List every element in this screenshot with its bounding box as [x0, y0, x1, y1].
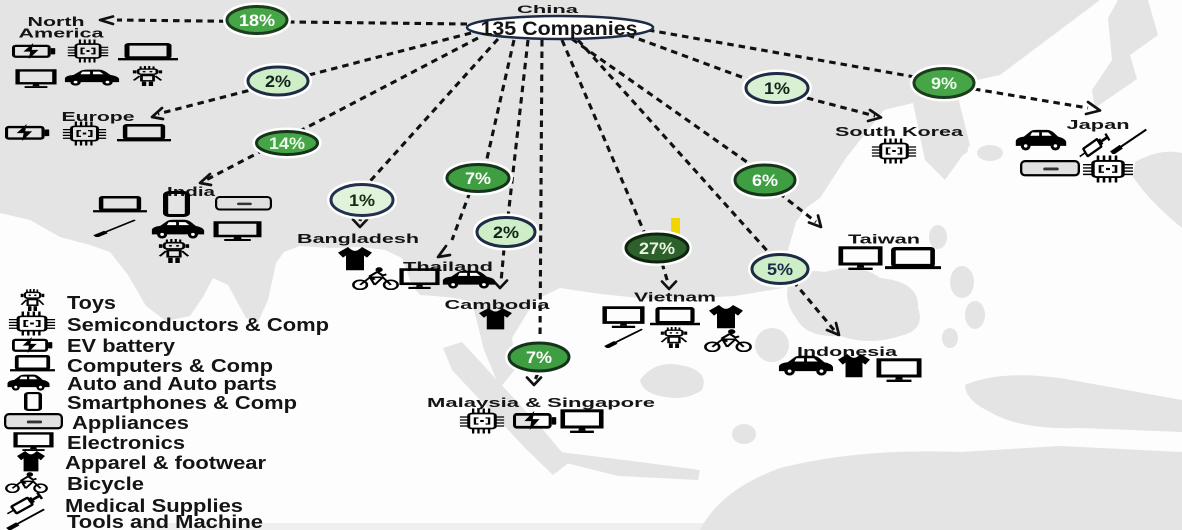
svg-text:Malaysia & Singapore: Malaysia & Singapore [427, 396, 655, 411]
svg-text:China: China [517, 3, 580, 15]
svg-text:Medical Supplies: Medical Supplies [65, 496, 243, 516]
svg-text:14%: 14% [269, 134, 305, 153]
svg-text:Japan: Japan [1067, 118, 1130, 133]
svg-text:135 Companies: 135 Companies [481, 18, 638, 40]
svg-text:6%: 6% [752, 171, 778, 190]
svg-text:Smartphones & Comp: Smartphones & Comp [67, 393, 297, 413]
svg-text:Vietnam: Vietnam [634, 290, 716, 305]
svg-text:Bicycle: Bicycle [67, 474, 144, 494]
svg-text:Cambodia: Cambodia [445, 298, 551, 313]
svg-text:India: India [167, 185, 216, 200]
svg-text:Auto and Auto parts: Auto and Auto parts [67, 374, 277, 394]
svg-text:1%: 1% [349, 191, 375, 210]
svg-text:Apparel & footwear: Apparel & footwear [65, 453, 266, 473]
svg-text:Indonesia: Indonesia [797, 345, 898, 360]
svg-text:Taiwan: Taiwan [848, 232, 920, 247]
svg-text:Bangladesh: Bangladesh [297, 232, 419, 247]
svg-text:18%: 18% [239, 11, 275, 30]
svg-text:Computers & Comp: Computers & Comp [67, 356, 273, 376]
svg-text:2%: 2% [265, 72, 291, 91]
svg-text:27%: 27% [639, 239, 675, 258]
svg-text:Semiconductors & Comp: Semiconductors & Comp [67, 315, 329, 335]
svg-text:Electronics: Electronics [67, 433, 185, 453]
svg-text:North: North [28, 15, 85, 30]
svg-text:7%: 7% [465, 169, 491, 188]
svg-text:EV battery: EV battery [67, 336, 175, 356]
svg-text:Europe: Europe [62, 110, 135, 125]
svg-text:Tools and Machine: Tools and Machine [67, 512, 263, 530]
svg-text:1%: 1% [764, 79, 790, 98]
svg-text:2%: 2% [493, 223, 519, 242]
svg-text:7%: 7% [526, 348, 552, 367]
svg-text:5%: 5% [767, 260, 793, 279]
svg-text:America: America [19, 26, 105, 41]
svg-text:Appliances: Appliances [72, 413, 189, 433]
svg-text:South Korea: South Korea [835, 125, 964, 140]
svg-text:Toys: Toys [67, 293, 116, 313]
svg-text:9%: 9% [931, 74, 957, 93]
